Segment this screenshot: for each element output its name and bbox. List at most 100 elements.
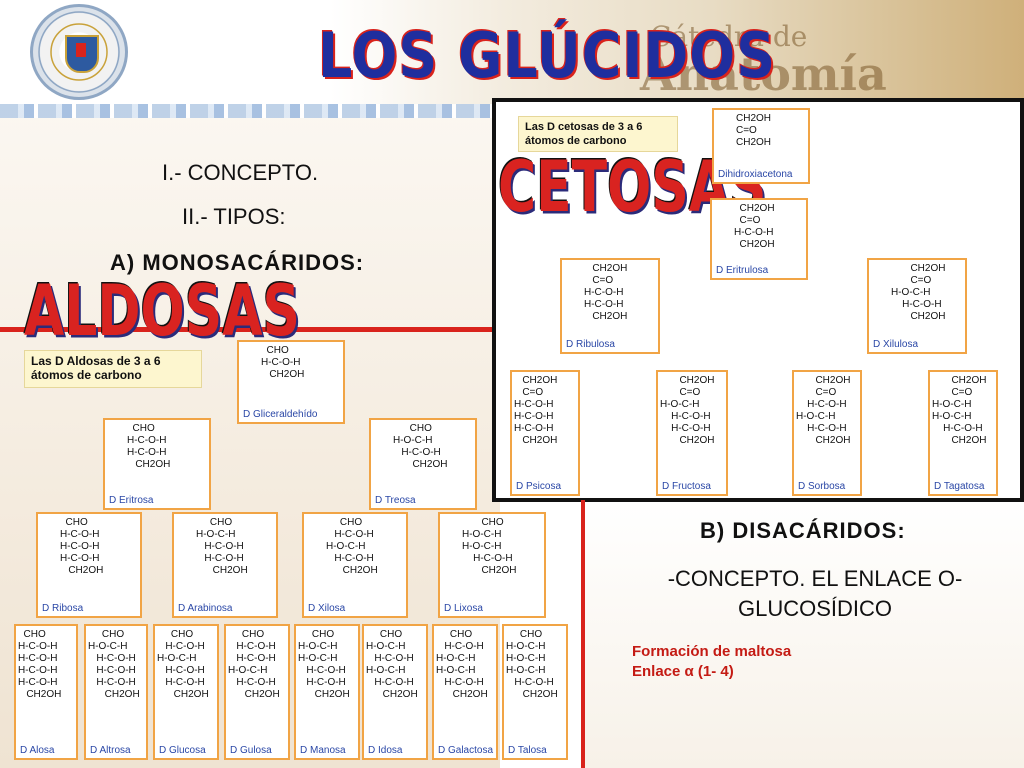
formula-line: CHO (462, 517, 504, 528)
structure-name: D Psicosa (516, 481, 562, 492)
formula-line: CH2OH (261, 369, 305, 380)
formula-line: CH2OH (660, 375, 715, 386)
formula-line: H-O-C-H (436, 653, 476, 664)
formula-line: CH2OH (393, 459, 448, 470)
formula-line: H-O-C-H (298, 653, 338, 664)
formula-line: CH2OH (366, 689, 418, 700)
structure-name: D Treosa (375, 495, 416, 506)
structure-name: D Arabinosa (178, 603, 233, 614)
formula-line: H-C-O-H (18, 641, 58, 652)
formula-line: H-O-C-H (157, 653, 197, 664)
formula-line: CH2OH (891, 311, 946, 322)
catedra-anatomia-watermark: Cátedra de Anatomía (640, 20, 887, 101)
formula-line: H-O-C-H (366, 665, 406, 676)
formula-line: CH2OH (326, 565, 378, 576)
formula-line: CH2OH (228, 689, 280, 700)
formula-line: H-O-C-H (326, 541, 366, 552)
formula-line: CHO (127, 423, 155, 434)
logo-ring-icon (38, 11, 120, 93)
formula-line: C=O (584, 275, 614, 286)
structure-name: D Xilulosa (873, 339, 919, 350)
structure-name: D Xilosa (308, 603, 346, 614)
outline-disacaridos: B) DISACÁRIDOS: (700, 518, 906, 543)
formula-line: H-C-O-H (734, 227, 774, 238)
right-background (585, 500, 1024, 768)
formula-line: CH2OH (660, 435, 715, 446)
formula-line: H-C-O-H (88, 677, 136, 688)
slide-title: LOS GLÚCIDOS (318, 19, 777, 92)
formula-line: CH2OH (506, 689, 558, 700)
formula-line: C=O (891, 275, 932, 286)
formula-line: C=O (734, 215, 761, 226)
structure-name: D Altrosa (90, 745, 131, 756)
structure-name: D Tagatosa (934, 481, 985, 492)
formula-line: H-C-O-H (393, 447, 441, 458)
maltose-label: Formación de maltosa Enlace α (1- 4) (632, 642, 791, 682)
formula-line: H-C-O-H (932, 423, 983, 434)
formula-line: CHO (60, 517, 88, 528)
outline-concepto: I.- CONCEPTO. (162, 160, 319, 185)
formula-line: H-C-O-H (60, 541, 100, 552)
formula-line: H-O-C-H (932, 399, 972, 410)
formula-line: H-C-O-H (436, 641, 484, 652)
formula-line: CH2OH (157, 689, 209, 700)
formula-line: H-C-O-H (228, 641, 276, 652)
formula-line: H-O-C-H (932, 411, 972, 422)
formula-line: H-C-O-H (584, 299, 624, 310)
formula-line: H-O-C-H (298, 641, 338, 652)
formula-line: H-C-O-H (88, 653, 136, 664)
formula-line: CH2OH (584, 311, 628, 322)
structure-name: D Gliceraldehído (243, 409, 318, 420)
structure-name: D Sorbosa (798, 481, 846, 492)
red-divider-vertical (581, 500, 585, 768)
structure-name: D Idosa (368, 745, 403, 756)
formula-line: CH2OH (736, 137, 772, 148)
maltose-line-2: Enlace α (1- 4) (632, 663, 734, 680)
outline-tipos: II.- TIPOS: (182, 204, 286, 229)
outline-monosacaridos: A) MONOSACÁRIDOS: (110, 250, 365, 275)
formula-line: H-O-C-H (506, 653, 546, 664)
formula-line: H-C-O-H (18, 677, 58, 688)
formula-line: C=O (796, 387, 837, 398)
formula-line: H-C-O-H (796, 423, 847, 434)
formula-line: CHO (228, 629, 265, 640)
formula-line: C=O (514, 387, 544, 398)
formula-line: CHO (436, 629, 473, 640)
red-divider-horizontal (0, 327, 500, 332)
structure-name: Dihidroxiacetona (718, 169, 793, 180)
formula-line: CH2OH (796, 375, 851, 386)
maltose-line-1: Formación de maltosa (632, 643, 792, 660)
structure-name: D Glucosa (159, 745, 206, 756)
formula-line: C=O (932, 387, 973, 398)
formula-line: CH2OH (127, 459, 171, 470)
formula-line: H-C-O-H (228, 653, 276, 664)
formula-line: H-O-C-H (891, 287, 931, 298)
formula-line: CH2OH (514, 435, 558, 446)
formula-line: CH2OH (60, 565, 104, 576)
structure-name: D Galactosa (438, 745, 494, 756)
